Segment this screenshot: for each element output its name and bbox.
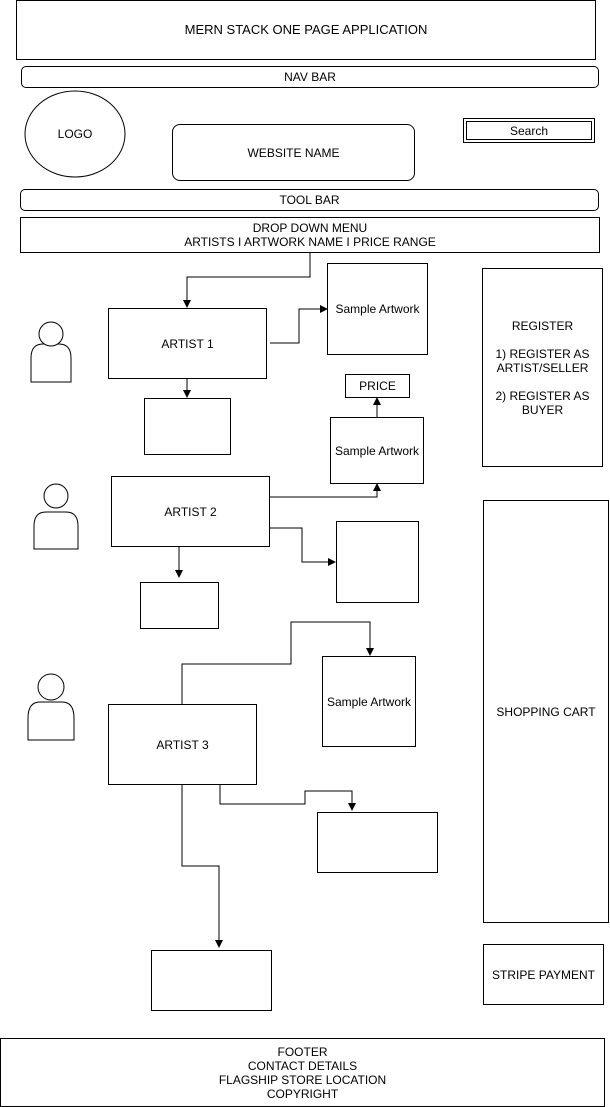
connector-artist3-box (181, 784, 223, 948)
website-name: WEBSITE NAME (172, 124, 415, 181)
artist-1-sample-artwork[interactable]: Sample Artwork (327, 263, 428, 355)
nav-bar[interactable]: NAV BAR (21, 66, 599, 88)
user-icon-artist-3 (27, 673, 75, 741)
price-label: PRICE (345, 374, 410, 398)
connector-artist2-right-box (270, 527, 336, 566)
artist-3-sample-artwork[interactable]: Sample Artwork (322, 656, 416, 747)
artist-3-detail-box (151, 950, 272, 1011)
artist-2-box[interactable]: ARTIST 2 (111, 476, 270, 547)
user-icon-artist-2 (33, 483, 79, 550)
tool-bar[interactable]: TOOL BAR (20, 189, 599, 211)
connector-artist1-artwork (270, 305, 328, 344)
artist-1-detail-box (144, 398, 231, 455)
connector-artist2-artwork (270, 483, 381, 498)
artist-1-box[interactable]: ARTIST 1 (108, 308, 267, 379)
dropdown-menu[interactable]: DROP DOWN MENU ARTISTS I ARTWORK NAME I … (20, 217, 600, 253)
connector-dropdown-artist1 (183, 253, 311, 308)
footer: FOOTER CONTACT DETAILS FLAGSHIP STORE LO… (0, 1038, 605, 1107)
price-sample-artwork[interactable]: Sample Artwork (330, 417, 424, 484)
search-button[interactable]: Search (466, 121, 592, 140)
artist-2-detail-box (140, 582, 219, 629)
register-panel[interactable]: REGISTER 1) REGISTER AS ARTIST/SELLER 2)… (482, 268, 603, 467)
artist-3-artwork-box (317, 812, 438, 873)
page-title: MERN STACK ONE PAGE APPLICATION (16, 0, 596, 60)
logo: LOGO (57, 127, 93, 141)
connector-artist3-artwork (181, 621, 374, 704)
artist-2-artwork-box (336, 521, 419, 603)
shopping-cart[interactable]: SHOPPING CART (483, 500, 609, 923)
connector-artist3-right-box (219, 784, 356, 811)
stripe-payment[interactable]: STRIPE PAYMENT (483, 944, 604, 1005)
artist-3-box[interactable]: ARTIST 3 (108, 704, 257, 785)
user-icon-artist-1 (30, 321, 72, 383)
logo-ellipse (24, 90, 126, 178)
